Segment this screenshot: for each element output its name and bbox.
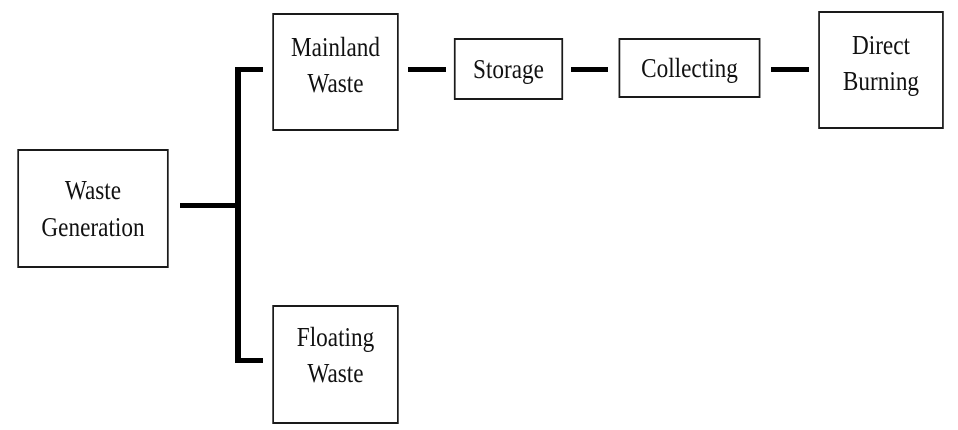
node-label-line: Direct [851, 30, 910, 60]
connector-mainland-to-storage [408, 67, 446, 72]
connector-storage-to-collecting [571, 67, 608, 72]
node-storage: Storage [453, 38, 564, 100]
node-label-line: Mainland [290, 32, 380, 62]
node-label-line: Collecting [641, 52, 738, 83]
connector-branch-vertical [235, 67, 241, 363]
connector-branch-to-mainland [235, 67, 263, 72]
node-label-line: Waste [307, 68, 364, 99]
connector-collecting-to-burning [771, 67, 809, 72]
connector-branch-to-floating [235, 358, 263, 363]
node-label-line: Floating [296, 322, 375, 352]
node-label-line: Waste [307, 358, 364, 389]
node-collecting: Collecting [618, 38, 761, 98]
node-label-line: Waste [64, 175, 122, 206]
node-label-line: Generation [41, 211, 145, 242]
node-label-line: Burning [842, 66, 920, 97]
node-label-line: Storage [473, 53, 544, 84]
connector-generation-to-branch [180, 203, 240, 208]
